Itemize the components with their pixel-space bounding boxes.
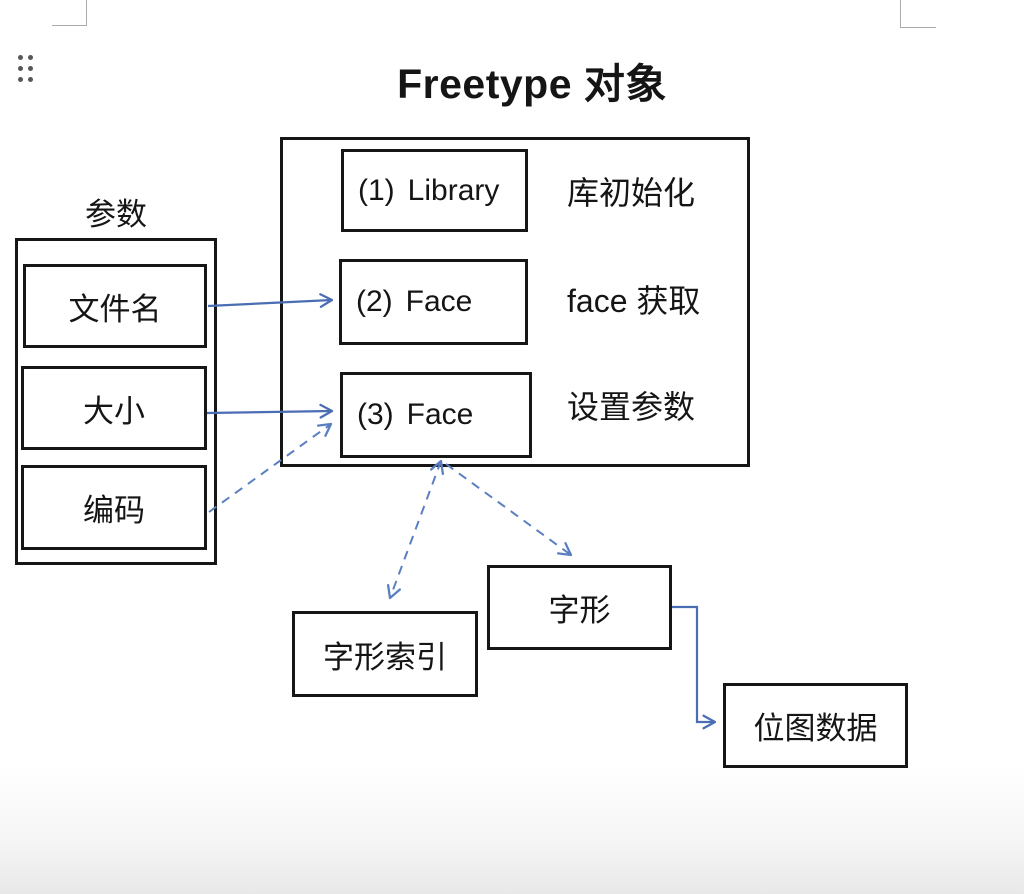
page-corner-mark-left [52,0,87,26]
param-label: 文件名 [68,291,162,327]
annotation-set-params: 设置参数 [567,389,696,425]
connector-face-to-glyph-dashed [445,463,573,557]
params-group-label: 参数 [85,197,147,232]
step-box-face-get[interactable]: (2) Face [339,259,528,345]
output-box-glyph-index[interactable]: 字形索引 [292,611,478,697]
param-box-encoding[interactable]: 编码 [21,465,207,550]
annotation-face-get: face 获取 [567,283,701,319]
page-corner-mark-right [900,0,936,28]
output-label: 字形 [548,593,611,628]
diagram-title: Freetype 对象 [397,61,667,107]
param-box-filename[interactable]: 文件名 [23,264,207,348]
connector-glyph-to-bitmap-elbow [672,605,717,730]
step-name: Face [405,285,473,318]
output-label: 位图数据 [753,711,878,746]
bottom-fade-gradient [0,764,1024,894]
step-number: (1) [358,173,395,207]
connector-face-glyphindex-bidirectional-dashed [386,459,445,600]
step-number: (2) [356,285,393,318]
param-label: 大小 [83,393,145,429]
step-name: Face [406,398,474,431]
param-label: 编码 [83,493,145,528]
output-box-bitmap-data[interactable]: 位图数据 [723,683,908,768]
param-box-size[interactable]: 大小 [21,366,207,450]
step-box-face-set[interactable]: (3) Face [340,372,532,458]
params-container-shape[interactable] [15,238,217,565]
drag-handle-icon[interactable] [18,55,33,82]
annotation-library-init: 库初始化 [567,175,696,211]
output-box-glyph[interactable]: 字形 [487,565,672,650]
step-box-library[interactable]: (1) Library [341,149,528,232]
step-number: (3) [357,398,394,431]
output-label: 字形索引 [323,639,447,675]
step-name: Library [407,173,500,207]
